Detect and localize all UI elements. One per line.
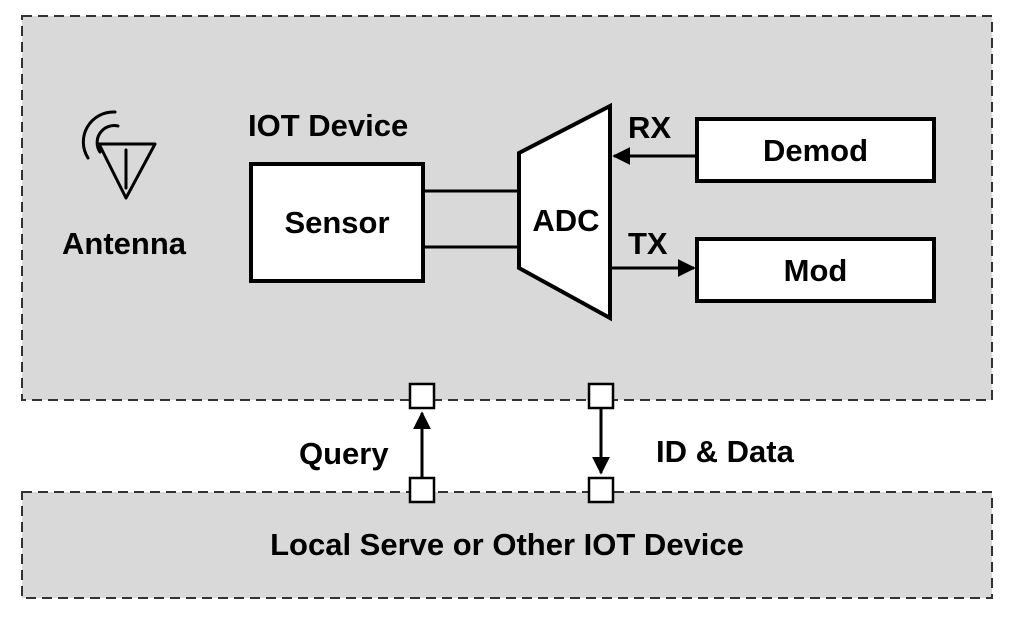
mod-label: Mod (783, 252, 848, 288)
query-label: Query (299, 436, 389, 471)
sensor-block (249, 162, 425, 283)
demod-block (695, 117, 936, 183)
local-server-region (21, 491, 993, 599)
iot-device-region (21, 15, 993, 401)
query-port-top (408, 382, 436, 410)
id-data-port-top (587, 382, 615, 410)
adc-label: ADC (532, 202, 600, 238)
id-data-label: ID & Data (656, 434, 794, 469)
adc-block (517, 102, 612, 322)
demod-label: Demod (762, 132, 869, 168)
query-port-bottom (408, 476, 436, 504)
sensor-label: Sensor (284, 205, 390, 240)
tx-label: TX (628, 226, 668, 261)
local-server-label: Local Serve or Other IOT Device (270, 526, 744, 562)
iot-device-label: IOT Device (248, 108, 409, 143)
id-data-port-bottom (587, 476, 615, 504)
antenna-icon (81, 110, 157, 200)
antenna-label: Antenna (62, 226, 186, 261)
rx-label: RX (628, 110, 672, 145)
mod-block (695, 237, 936, 303)
